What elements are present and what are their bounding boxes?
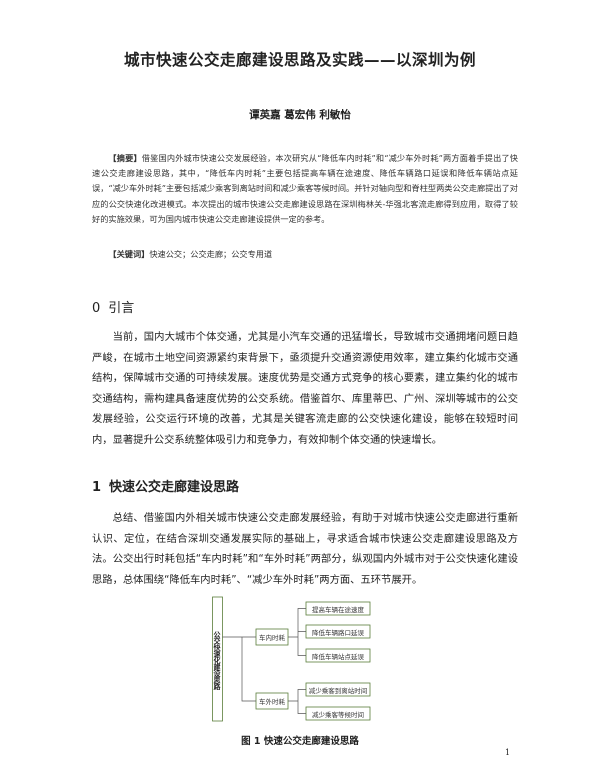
diagram-leaf-label: 减少乘客等候时间: [312, 710, 364, 719]
approach-paragraph: 总结、借鉴国内外相关城市快速公交走廊发展经验，有助于对城市快速公交走廊进行重新认…: [92, 512, 518, 586]
diagram-branch-label: 车内时耗: [259, 634, 285, 642]
diagram-leaf-label: 降低车辆站点延误: [312, 652, 364, 661]
section-title: 引言: [108, 301, 135, 316]
section-number: 1: [92, 480, 102, 495]
diagram-leaf-label: 减少乘客到离站时间: [308, 686, 368, 695]
section-heading-approach: 1 快速公交走廊建设思路: [92, 476, 239, 495]
diagram-branch-label: 车外时耗: [259, 698, 285, 706]
diagram-root-box: [212, 596, 223, 722]
page-number: 1: [505, 748, 511, 757]
figure-diagram: 公交快速化建设思路 车内时耗 车外时耗 提高车辆在途速度 降低车辆路口延误 降低…: [212, 593, 372, 727]
keywords: 【关键词】快速公交；公交走廊；公交专用道: [92, 248, 518, 260]
keywords-text: 快速公交；公交走廊；公交专用道: [149, 249, 273, 259]
diagram-connector: [288, 608, 306, 656]
abstract-text: 借鉴国内外城市快速公交发展经验，本次研究从“降低车内时耗”和“减少车外时耗”两方…: [92, 153, 518, 224]
abstract: 【摘要】借鉴国内外城市快速公交发展经验，本次研究从“降低车内时耗”和“减少车外时…: [92, 151, 518, 227]
diagram-root-label: 公交快速化建设思路: [213, 630, 221, 690]
paper-title: 城市快速公交走廊建设思路及实践——以深圳为例: [123, 51, 476, 69]
section-title: 快速公交走廊建设思路: [109, 480, 240, 495]
section-number: 0: [92, 301, 101, 316]
diagram-leaf-label: 降低车辆路口延误: [312, 628, 364, 637]
figure-caption: 图 1 快速公交走廊建设思路: [241, 736, 359, 747]
abstract-label: 【摘要】: [108, 153, 142, 163]
paper-authors: 谭英嘉 葛宏伟 利敏怡: [249, 109, 351, 121]
diagram-connector: [222, 636, 256, 702]
diagram-leaf-label: 提高车辆在途速度: [312, 605, 364, 614]
diagram-lines: [212, 596, 371, 722]
keywords-label: 【关键词】: [108, 249, 150, 259]
section-heading-intro: 0 引言: [92, 297, 134, 316]
intro-paragraph: 当前，国内大城市个体交通，尤其是小汽车交通的迅猛增长，导致城市交通拥堵问题日趋严…: [92, 331, 518, 446]
diagram-connector: [288, 689, 306, 714]
